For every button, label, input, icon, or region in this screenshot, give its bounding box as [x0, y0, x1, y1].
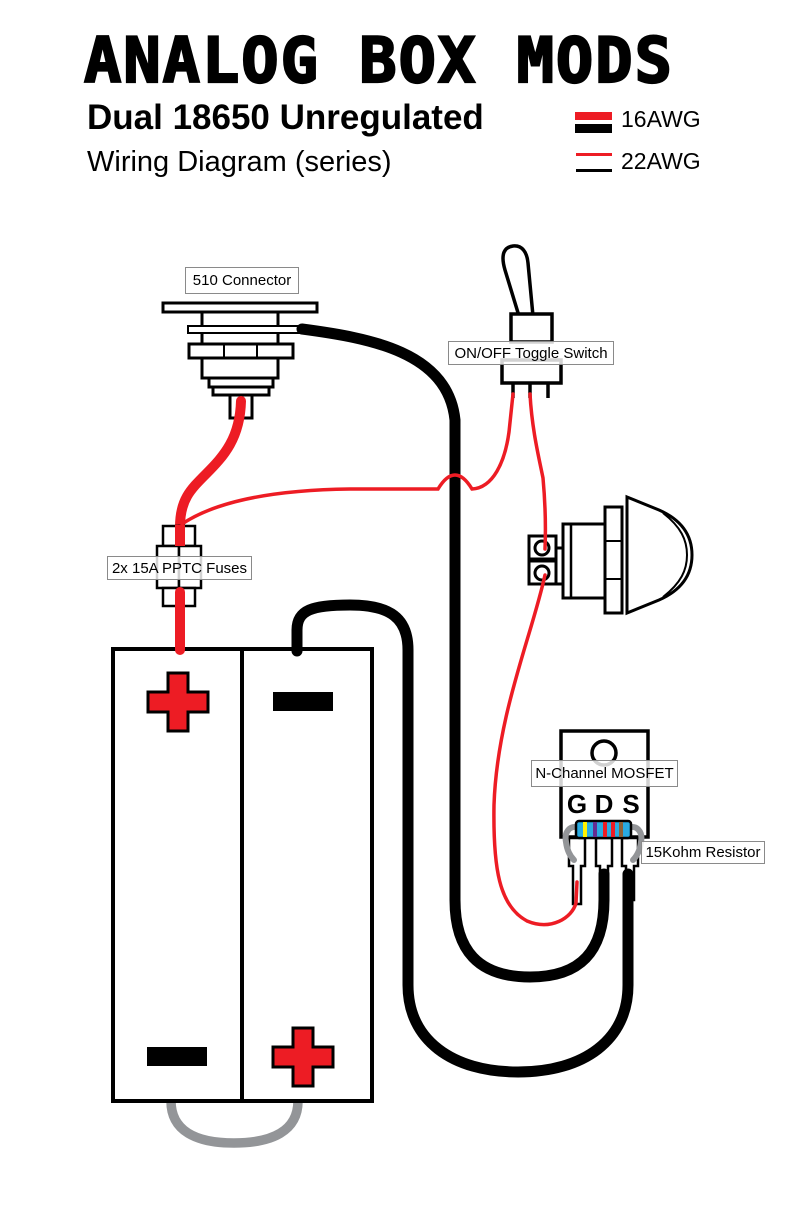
510-collar: [187, 342, 295, 360]
label-pptc-fuses: 2x 15A PPTC Fuses: [107, 556, 252, 580]
wire-510-to-drain: [296, 323, 610, 983]
mosfet-pin-label-drain: D: [595, 789, 614, 819]
battery-sled: [111, 647, 374, 1103]
diagram-subtitle: Wiring Diagram (series): [87, 146, 392, 178]
button-terminal-hole: [533, 564, 551, 582]
toggle-upper-body: [509, 312, 554, 344]
legend-16awg-label: 16AWG: [621, 106, 701, 132]
battery-negative-symbol-top: [273, 692, 333, 711]
legend-16awg-red-bar: [575, 112, 612, 120]
battery-negative-symbol-bottom: [147, 1047, 207, 1066]
510-contact-strip: [187, 325, 304, 334]
label-510-connector: 510 Connector: [185, 267, 299, 294]
legend-16awg-black-bar: [575, 124, 612, 133]
resistor-band-yellow: [583, 822, 587, 837]
510-connector: [161, 301, 319, 420]
wire-button-to-gate: [492, 573, 579, 927]
resistor-lead-left: [562, 824, 583, 863]
brand-title: ANALOG BOX MODS: [83, 24, 674, 97]
wire-fuse-to-toggle: [180, 392, 515, 526]
resistor-band-red: [603, 822, 607, 837]
button-body: [561, 522, 609, 600]
mosfet-pin-label-gate: G: [567, 789, 587, 819]
button-washer: [603, 505, 624, 615]
battery-series-link-wire: [166, 1100, 303, 1148]
legend-22awg-red-line: [576, 153, 612, 156]
resistor-band-red: [611, 822, 615, 837]
battery-positive-symbol-bottom: [271, 1026, 335, 1088]
button-dome-lens: [662, 512, 689, 598]
label-mosfet: N-Channel MOSFET: [531, 760, 678, 787]
resistor-band-brown: [619, 822, 623, 837]
toggle-lever: [501, 244, 535, 318]
toggle-switch: [500, 244, 563, 398]
label-resistor: 15Kohm Resistor: [641, 841, 765, 864]
wire-toggle-to-button: [528, 392, 548, 551]
resistor-band-violet: [593, 822, 597, 837]
battery-positive-symbol-top: [146, 671, 210, 733]
510-body: [200, 356, 280, 380]
fire-button: [527, 494, 694, 616]
button-dome-bezel: [625, 494, 694, 616]
mosfet-pin-label-source: S: [622, 789, 639, 819]
label-toggle-switch: ON/OFF Toggle Switch: [448, 341, 614, 365]
legend-22awg-label: 22AWG: [621, 148, 701, 174]
diagram-title: Dual 18650 Unregulated: [87, 98, 484, 137]
wire-510-to-fuse: [175, 396, 246, 551]
wire-battery-negative-to-source: [291, 599, 634, 1078]
legend-22awg-black-line: [576, 169, 612, 172]
